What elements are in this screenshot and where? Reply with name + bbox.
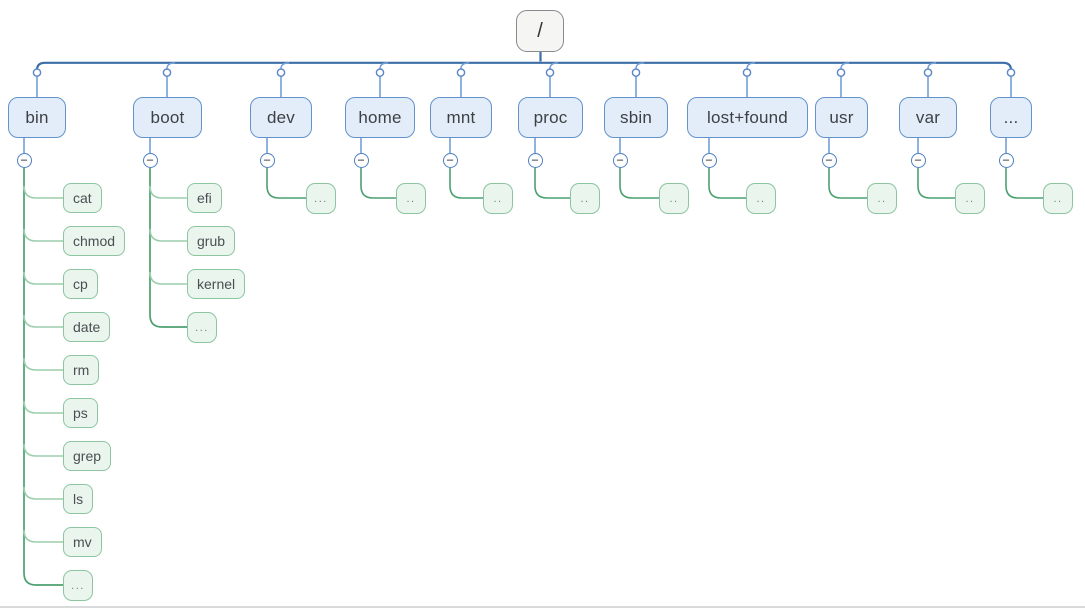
collapse-icon-home[interactable]: − bbox=[353, 153, 369, 168]
node-efi[interactable]: efi bbox=[187, 183, 222, 213]
node-usr-more[interactable]: .. bbox=[867, 183, 897, 214]
node-lost-found[interactable]: lost+found bbox=[687, 97, 808, 138]
junction-dots bbox=[32, 68, 1016, 77]
node-boot-more[interactable]: ... bbox=[187, 312, 217, 343]
node-more-more[interactable]: .. bbox=[1043, 183, 1073, 214]
collapse-icon-more[interactable]: − bbox=[998, 153, 1014, 168]
node-home[interactable]: home bbox=[345, 97, 415, 138]
green-trunks bbox=[23, 168, 187, 586]
collapse-icon-sbin[interactable]: − bbox=[612, 153, 628, 168]
node-bin-more[interactable]: ... bbox=[63, 570, 93, 601]
node-grub[interactable]: grub bbox=[187, 226, 236, 256]
node-proc-more[interactable]: .. bbox=[570, 183, 600, 214]
node-var-more[interactable]: .. bbox=[955, 183, 985, 214]
collapse-icon-boot[interactable]: − bbox=[142, 153, 158, 168]
collapse-icon-bin[interactable]: − bbox=[16, 153, 32, 168]
collapse-icon-dev[interactable]: − bbox=[259, 153, 275, 168]
collapse-icon-var[interactable]: − bbox=[910, 153, 926, 168]
node-home-more[interactable]: .. bbox=[396, 183, 426, 214]
node-mnt-more[interactable]: .. bbox=[483, 183, 513, 214]
node-more-dirs[interactable]: ... bbox=[990, 97, 1032, 138]
node-cat[interactable]: cat bbox=[63, 183, 102, 213]
node-var[interactable]: var bbox=[899, 97, 957, 138]
node-proc[interactable]: proc bbox=[518, 97, 583, 138]
node-mnt[interactable]: mnt bbox=[430, 97, 492, 138]
main-rail bbox=[35, 51, 1013, 71]
node-ps[interactable]: ps bbox=[63, 398, 98, 428]
node-dev-more[interactable]: ... bbox=[306, 183, 336, 214]
node-sbin-more[interactable]: .. bbox=[659, 183, 689, 214]
node-root[interactable]: / bbox=[516, 10, 564, 52]
node-cp[interactable]: cp bbox=[63, 269, 98, 299]
node-grep[interactable]: grep bbox=[63, 441, 112, 471]
node-chmod[interactable]: chmod bbox=[63, 226, 126, 256]
node-rm[interactable]: rm bbox=[63, 355, 100, 385]
node-ls[interactable]: ls bbox=[63, 484, 94, 514]
node-bin[interactable]: bin bbox=[8, 97, 66, 138]
node-kernel[interactable]: kernel bbox=[187, 269, 246, 299]
node-mv[interactable]: mv bbox=[63, 527, 102, 557]
node-date[interactable]: date bbox=[63, 312, 111, 342]
rail-hooks bbox=[166, 62, 937, 69]
node-dev[interactable]: dev bbox=[250, 97, 312, 138]
branch-drops bbox=[36, 76, 1012, 98]
node-lost-found-more[interactable]: .. bbox=[746, 183, 776, 214]
green-elbows bbox=[23, 185, 187, 543]
node-usr[interactable]: usr bbox=[815, 97, 868, 138]
node-sbin[interactable]: sbin bbox=[604, 97, 668, 138]
expander-stubs bbox=[23, 138, 1007, 153]
collapse-icon-lost-found[interactable]: − bbox=[701, 153, 717, 168]
bottom-separator bbox=[0, 606, 1085, 608]
single-child-connectors bbox=[266, 168, 1043, 199]
node-boot[interactable]: boot bbox=[133, 97, 202, 138]
collapse-icon-usr[interactable]: − bbox=[821, 153, 837, 168]
collapse-icon-mnt[interactable]: − bbox=[442, 153, 458, 168]
collapse-icon-proc[interactable]: − bbox=[527, 153, 543, 168]
